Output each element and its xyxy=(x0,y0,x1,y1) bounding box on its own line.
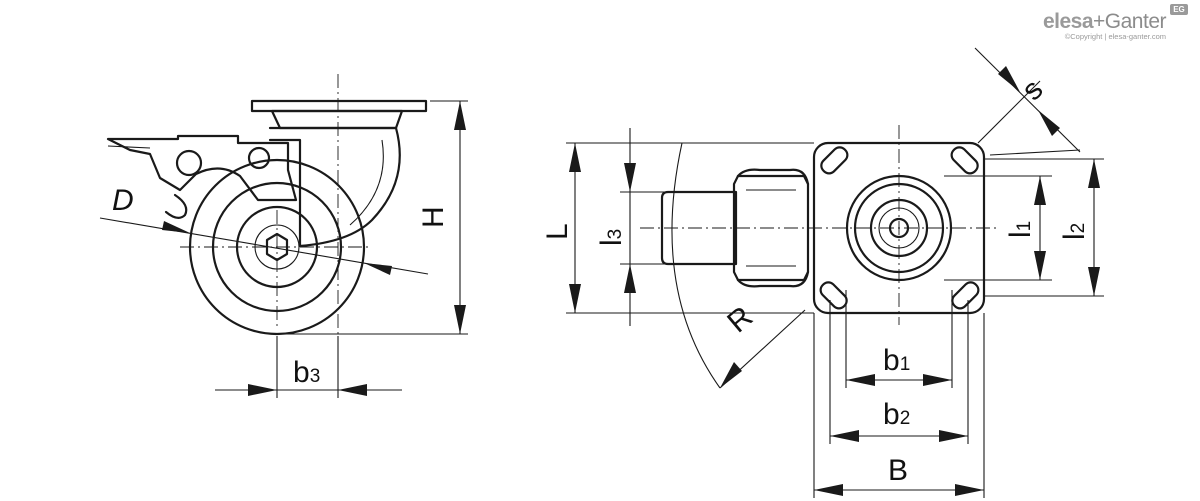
slot-bottom-right xyxy=(951,281,980,310)
label-l1: l1 xyxy=(1004,221,1037,238)
label-l2-sub: 2 xyxy=(1068,223,1089,234)
brake-hook xyxy=(164,193,188,219)
l-arrow-bottom xyxy=(569,284,581,313)
label-r: R xyxy=(721,300,759,339)
fork-wing-top xyxy=(736,168,810,186)
slot-bottom-left xyxy=(819,281,848,310)
b-arrow-left xyxy=(814,484,843,496)
fork-wing-bottom xyxy=(736,270,810,288)
fork-body xyxy=(268,126,401,248)
s-ext-2 xyxy=(989,149,1081,156)
s-arrow-bottom xyxy=(1038,110,1060,136)
s-arrow-top xyxy=(998,66,1020,92)
label-b2-sub: 2 xyxy=(900,408,911,429)
label-l1-main: l xyxy=(1004,231,1037,238)
b2-arrow-right xyxy=(939,430,968,442)
label-b2: b2 xyxy=(883,398,910,431)
brake-lever xyxy=(106,134,298,202)
b3-arrow-left xyxy=(248,384,277,396)
l1-arrow-bottom xyxy=(1034,251,1046,280)
brand-right: Ganter xyxy=(1104,10,1167,33)
label-b3-sub: 3 xyxy=(310,366,321,387)
dimension-d-arrow-right xyxy=(364,263,392,275)
radius-arc xyxy=(671,142,721,389)
lever-hole xyxy=(247,146,271,170)
l2-arrow-bottom xyxy=(1088,267,1100,296)
elesa-ganter-logo: elesa+Ganter ©Copyright | elesa-ganter.c… xyxy=(1042,4,1188,41)
label-l3-sub: 3 xyxy=(605,229,626,240)
label-l3-main: l xyxy=(595,239,628,246)
b3-arrow-right xyxy=(338,384,367,396)
radius-arrow xyxy=(720,362,742,388)
b2-arrow-left xyxy=(830,430,859,442)
eg-badge: EG xyxy=(1170,4,1188,15)
h-arrow-bottom xyxy=(454,305,466,334)
l-arrow-top xyxy=(569,143,581,172)
fork-top-inner xyxy=(746,189,796,267)
label-b1: b1 xyxy=(883,344,910,377)
label-b3: b3 xyxy=(293,356,320,389)
label-l: L xyxy=(541,223,574,240)
fork-inner xyxy=(349,139,384,226)
l3-arrow-bottom xyxy=(624,264,636,293)
label-b1-sub: 1 xyxy=(900,354,911,375)
dimension-d-arrow-left xyxy=(162,221,190,233)
label-d: D xyxy=(112,184,134,217)
brake-pedal-top xyxy=(107,145,151,149)
slot-top-left xyxy=(820,146,849,175)
b1-arrow-left xyxy=(846,374,875,386)
brand-left: elesa xyxy=(1042,10,1094,33)
lever-pivot xyxy=(175,149,203,177)
s-dim-line xyxy=(974,47,1081,153)
side-view: D H b3 xyxy=(99,74,468,398)
label-l2-main: l xyxy=(1058,233,1091,240)
label-l3: l3 xyxy=(595,229,628,246)
label-h: H xyxy=(417,206,450,228)
mounting-slots xyxy=(819,146,980,310)
label-b2-main: b xyxy=(883,398,900,431)
label-b1-main: b xyxy=(883,344,900,377)
b-arrow-right xyxy=(955,484,984,496)
slot-top-right xyxy=(950,146,979,175)
brand-name: elesa+Ganter xyxy=(1042,10,1167,34)
l3-arrow-top xyxy=(624,163,636,192)
h-arrow-top xyxy=(454,101,466,130)
brand-plus: + xyxy=(1093,10,1105,33)
label-b: B xyxy=(888,454,908,487)
copyright-text: ©Copyright | elesa-ganter.com xyxy=(1064,32,1166,41)
top-plate xyxy=(250,99,428,113)
l2-arrow-top xyxy=(1088,159,1100,188)
label-s: s xyxy=(1016,73,1050,107)
top-view: R L l3 s l1 l2 xyxy=(541,47,1104,498)
l1-arrow-top xyxy=(1034,176,1046,205)
label-l1-sub: 1 xyxy=(1014,221,1035,232)
plate-boss xyxy=(270,109,404,130)
s-ext-1 xyxy=(977,80,1041,144)
label-l2: l2 xyxy=(1058,223,1091,240)
label-b3-main: b xyxy=(293,356,310,389)
b1-arrow-right xyxy=(923,374,952,386)
